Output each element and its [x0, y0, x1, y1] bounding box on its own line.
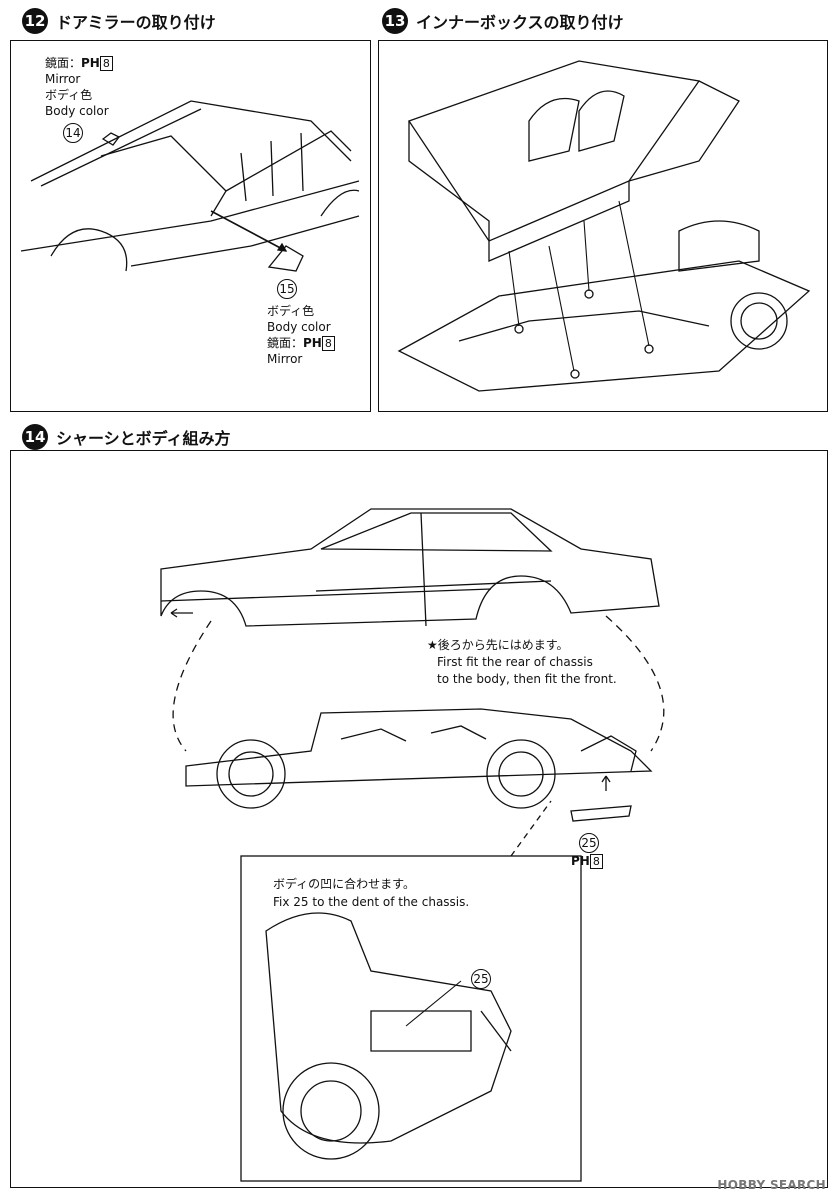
part-25-paint-code: PH — [571, 854, 590, 868]
part-15-paint-number: 8 — [321, 336, 335, 351]
part-14-mirror-en: Mirror — [45, 72, 81, 86]
step-12-title: ドアミラーの取り付け — [56, 13, 216, 32]
part-15-body-en: Body color — [267, 320, 331, 334]
step-13-header: 13 インナーボックスの取り付け — [382, 8, 624, 34]
step-14-panel: ★後ろから先にはめます。 First fit the rear of chass… — [10, 450, 828, 1188]
chassis-fit-note-jp: ★後ろから先にはめます。 — [427, 638, 569, 652]
part-15-number: 15 — [277, 279, 297, 299]
detail-note-en: Fix 25 to the dent of the chassis. — [273, 895, 470, 909]
part-14-paint-code: PH — [81, 56, 100, 70]
part-14-body-en: Body color — [45, 104, 109, 118]
watermark: HOBBY SEARCH — [717, 1178, 826, 1192]
step-12-number: 12 — [22, 8, 48, 34]
detail-part-25: 25 — [471, 969, 491, 989]
door-mirror-illustration — [20, 100, 360, 272]
part-25-number: 25 — [579, 833, 599, 853]
part-15-body-jp: ボディ色 — [267, 304, 315, 318]
step-14-title: シャーシとボディ組み方 — [56, 429, 231, 448]
part-15-mirror-en: Mirror — [267, 352, 303, 366]
detail-part-25-number: 25 — [471, 969, 491, 989]
chassis-fit-note: ★後ろから先にはめます。 First fit the rear of chass… — [427, 637, 617, 688]
step-14-number: 14 — [22, 424, 48, 450]
inner-box-illustration — [397, 60, 811, 392]
part-15-mirror-jp: 鏡面： — [267, 336, 304, 350]
part-25-paint-number: 8 — [589, 854, 603, 869]
step-14-header: 14 シャーシとボディ組み方 — [22, 424, 231, 450]
step-13-title: インナーボックスの取り付け — [416, 13, 624, 32]
step-13-number: 13 — [382, 8, 408, 34]
step-12-header: 12 ドアミラーの取り付け — [22, 8, 216, 34]
part-14-mirror-jp: 鏡面： — [45, 56, 82, 70]
part-14-paint-number: 8 — [99, 56, 113, 71]
chassis-fit-note-en-1: First fit the rear of chassis — [437, 655, 593, 669]
part-15-paint-code: PH — [303, 336, 322, 350]
detail-note-jp: ボディの凹に合わせます。 — [273, 877, 415, 891]
chassis-body-illustration — [160, 508, 665, 1182]
chassis-fit-note-en-2: to the body, then fit the front. — [437, 672, 617, 686]
part-14-body-jp: ボディ色 — [45, 88, 93, 102]
detail-note: ボディの凹に合わせます。 Fix 25 to the dent of the c… — [273, 875, 469, 911]
part-14-number: 14 — [63, 123, 83, 143]
step-13-panel — [378, 40, 828, 412]
